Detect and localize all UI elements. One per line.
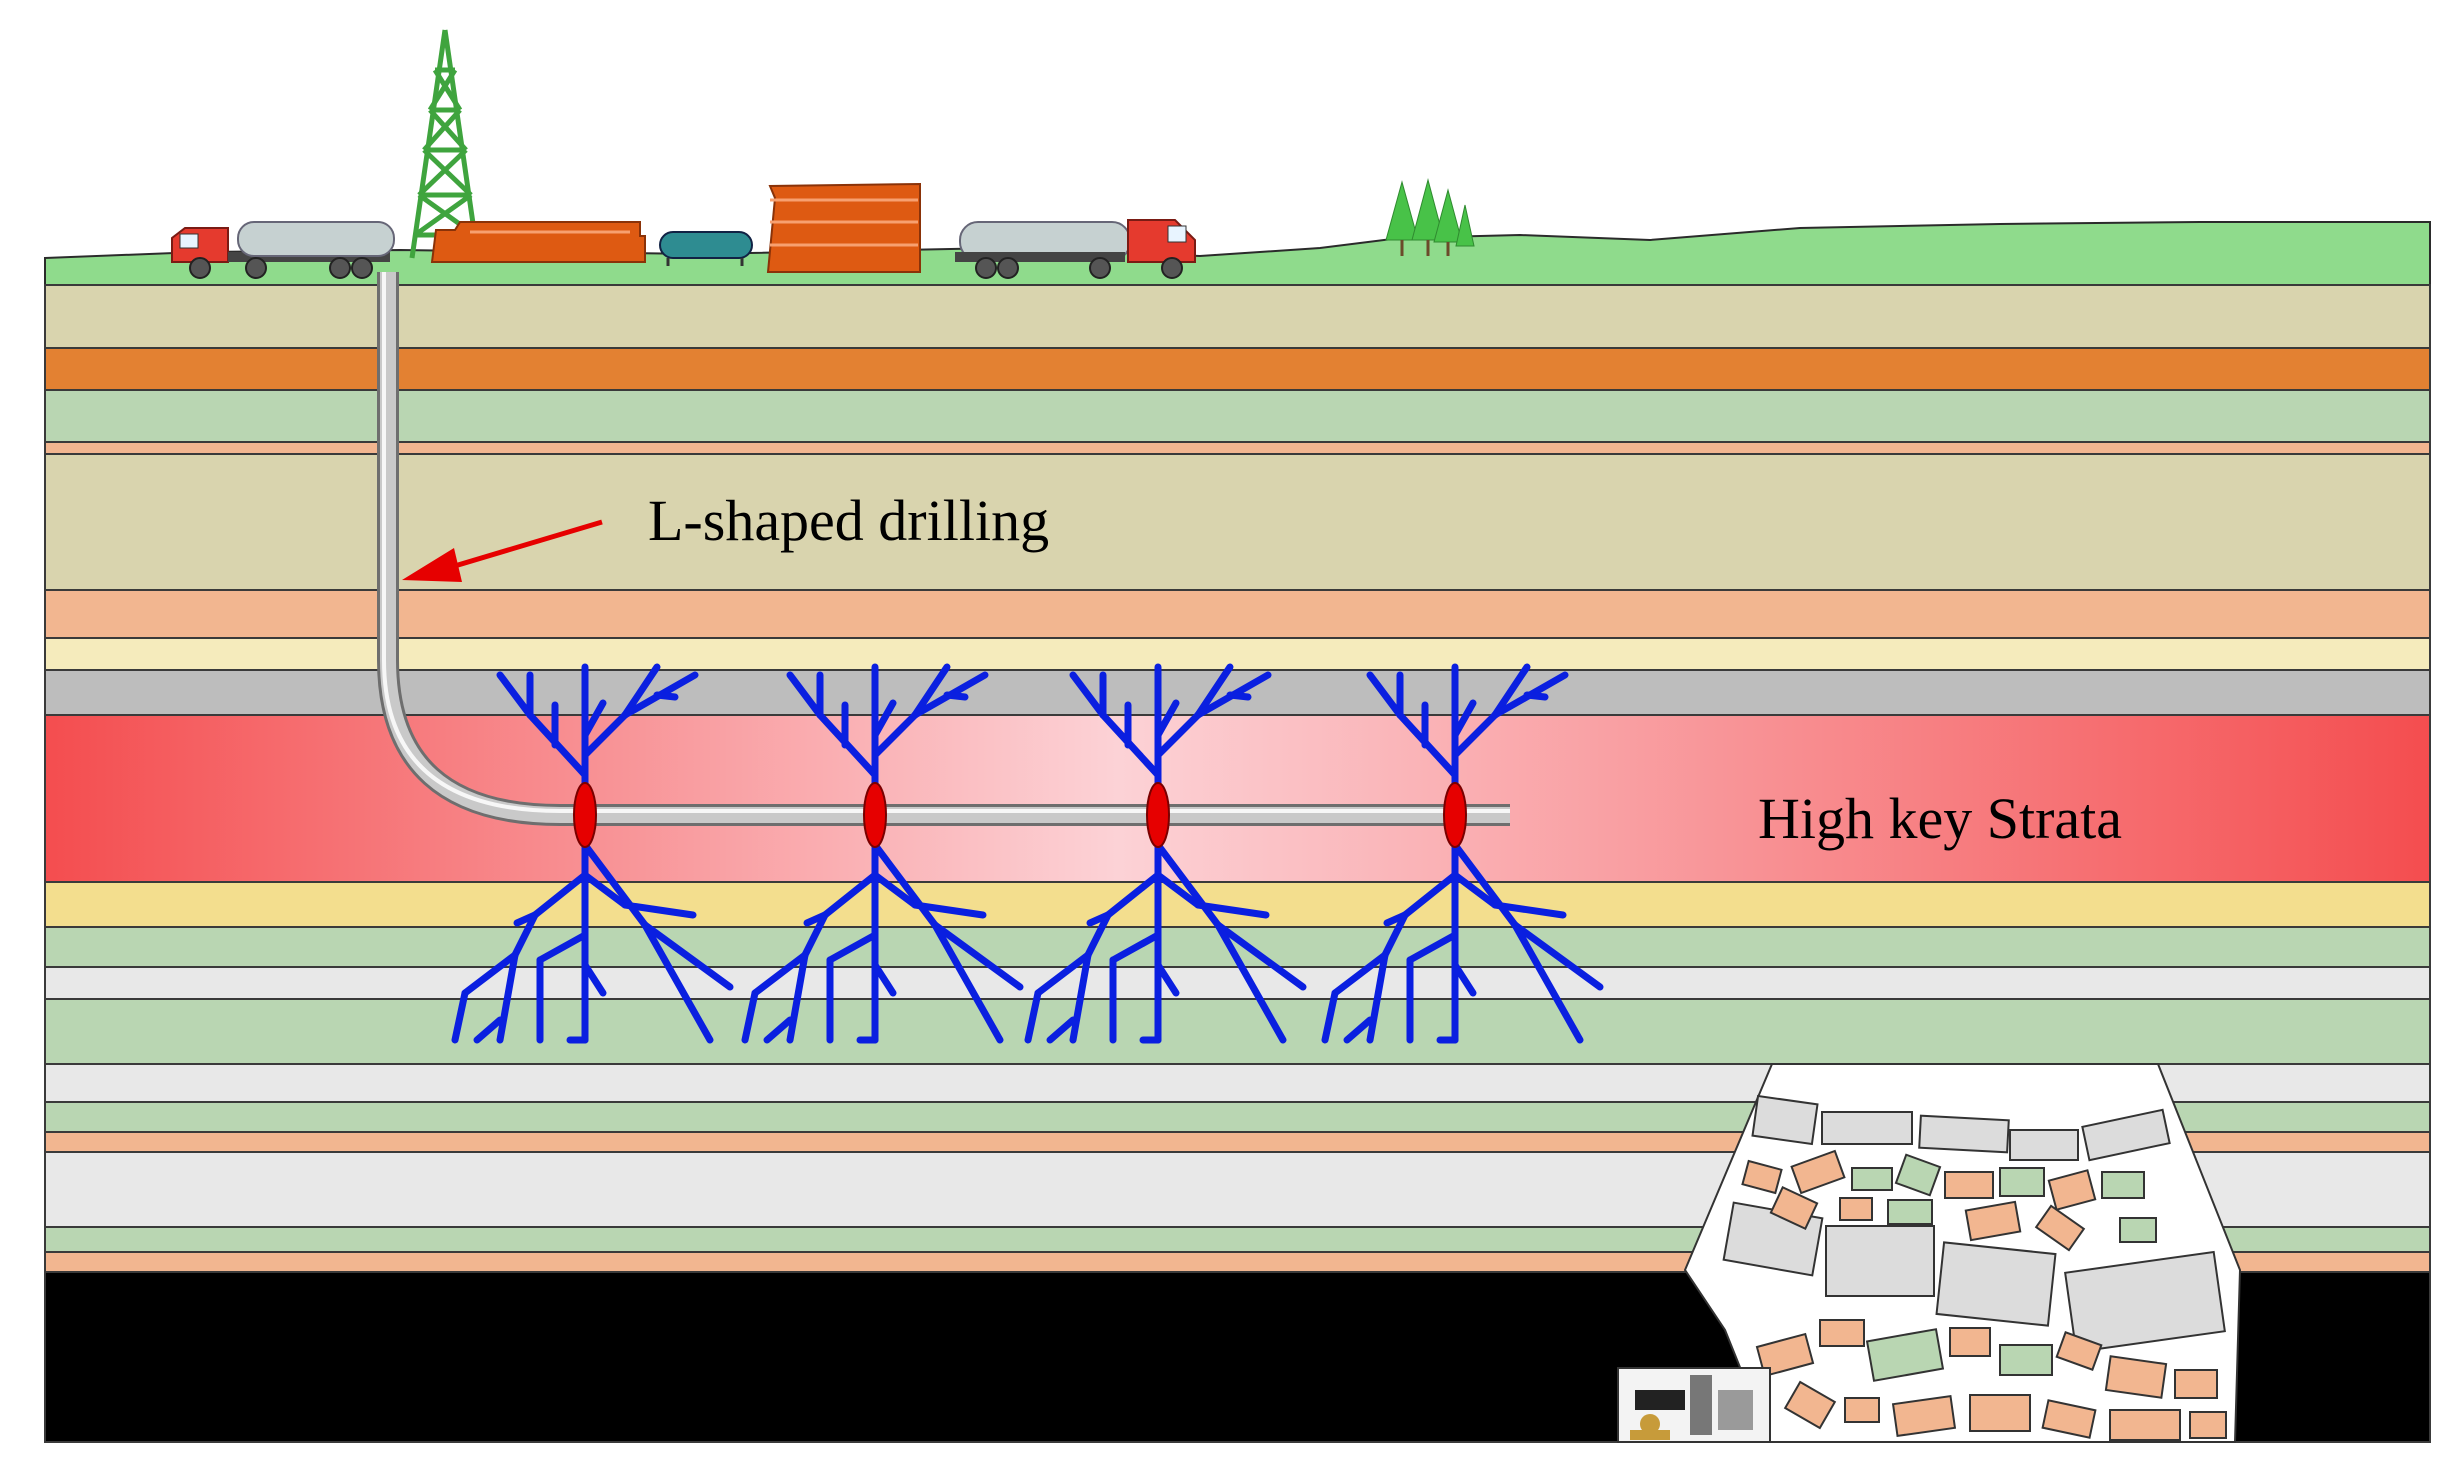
perforation-cluster-4 [1443,782,1467,848]
strata-layers [44,284,2431,1443]
layer-yellow [44,881,2431,928]
perforation-cluster-2 [863,782,887,848]
high-key-strata-label: High key Strata [1758,786,2122,851]
layer-tan-2 [44,453,2431,591]
fracture-network-2 [741,663,1024,1044]
storage-container-icon [766,182,921,273]
caved-blocks [1722,1094,2227,1441]
layer-cream [44,637,2431,671]
surface-equipment [171,29,1475,279]
drilling-pointer-arrow [402,519,603,582]
layer-peach-2 [44,589,2431,639]
fracture-networks [451,663,1604,1044]
tanker-truck-icon [171,221,395,279]
ground-surface [44,221,2431,286]
layer-peach-1 [44,441,2431,455]
layer-green-1 [44,389,2431,443]
fracture-network-3 [1024,663,1307,1044]
storage-tank-icon [659,231,753,266]
layer-lightgray-1 [44,966,2431,1000]
mining-shearer-icon [1617,1367,1771,1443]
tree-icon [1385,178,1475,256]
perforation-cluster-3 [1146,782,1170,848]
fracture-network-4 [1321,663,1604,1044]
pump-unit-icon [430,221,646,263]
l-shaped-drilling-label: L-shaped drilling [648,488,1049,553]
perforation-cluster-1 [573,782,597,848]
layer-orange [44,347,2431,391]
caved-goaf-zone [1683,1063,2242,1443]
drilling-derrick-icon [409,29,481,259]
fracture-network-1 [451,663,734,1044]
layer-green-3 [44,998,2431,1065]
layer-tan-1 [44,284,2431,349]
tanker-truck-icon [955,219,1196,279]
